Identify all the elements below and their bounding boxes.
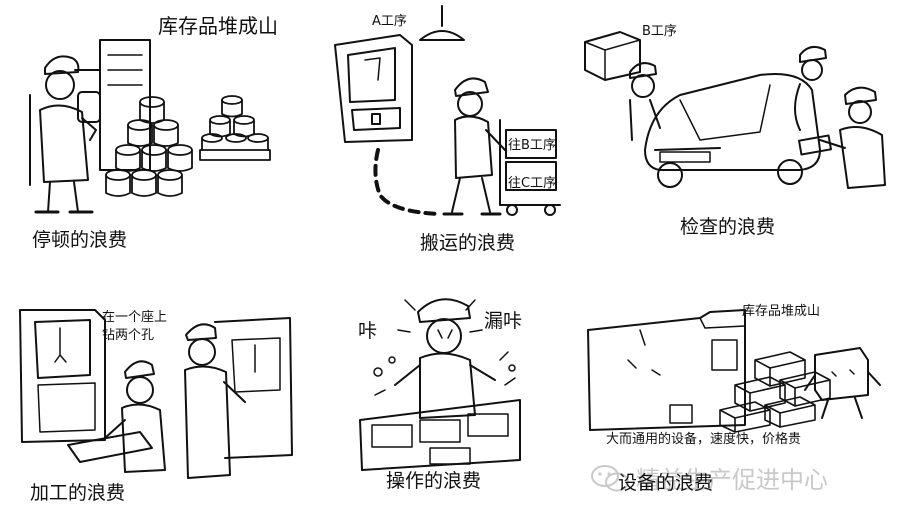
panel-4-note-2: 钻两个孔 <box>102 328 155 343</box>
panel-5-note-2: 漏咔 <box>484 310 523 332</box>
panel-5-caption: 操作的浪费 <box>386 470 482 492</box>
panel-2-art <box>334 5 561 216</box>
panel-6-caption: 设备的浪费 <box>618 472 714 494</box>
panel-2-caption: 搬运的浪费 <box>420 232 516 254</box>
panel-1-note-1: 库存品堆成山 <box>158 14 278 38</box>
panel-4-note-1: 在一个座上 <box>102 310 168 325</box>
panel-2-note-3: 往C工序 <box>508 176 557 191</box>
panel-4-art <box>19 309 293 479</box>
panel-6-note-1: 库存品堆成山 <box>742 304 821 319</box>
panel-3-art <box>584 31 886 189</box>
watermark: 精益生产促进中心 <box>590 460 828 495</box>
panel-6-art <box>587 309 881 433</box>
panel-3-note-1: B工序 <box>642 24 677 39</box>
panel-2-note-2: 往B工序 <box>508 138 556 153</box>
panel-5-note-1: 咔 <box>358 320 378 342</box>
panel-6-note-2: 大而通用的设备，速度快，价格贵 <box>606 432 802 447</box>
panel-2-note-1: A工序 <box>372 14 407 29</box>
wechat-logo-icon <box>591 464 629 491</box>
panel-1-art <box>29 39 271 214</box>
panel-1-caption: 停顿的浪费 <box>32 229 128 251</box>
watermark-text: 精益生产促进中心 <box>636 466 828 494</box>
panel-5-art <box>359 298 521 471</box>
panel-4-caption: 加工的浪费 <box>30 482 126 504</box>
panel-3-caption: 检查的浪费 <box>680 216 776 238</box>
